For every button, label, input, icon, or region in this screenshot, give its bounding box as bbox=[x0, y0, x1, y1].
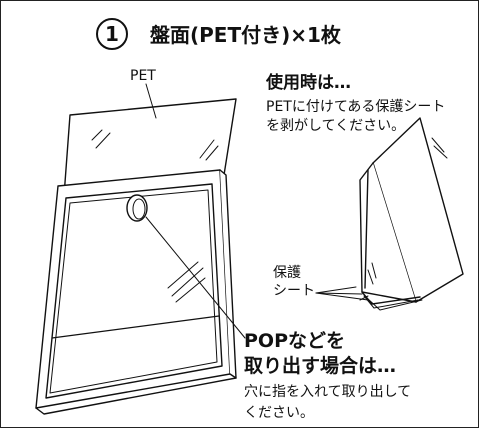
pop-description-line-2: ください。 bbox=[244, 405, 314, 421]
board-reflections bbox=[167, 261, 206, 303]
pop-heading-line-2: 取り出す場合は… bbox=[244, 355, 397, 377]
finger-hole bbox=[126, 194, 148, 222]
usage-text-line-1: PETに付けてある保護シート bbox=[266, 99, 446, 115]
part-title: 盤面(PET付き)×1枚 bbox=[150, 23, 341, 47]
pet-label: PET bbox=[130, 68, 156, 84]
sheet-leader-lines bbox=[315, 286, 369, 301]
protective-sheet-drawing bbox=[359, 117, 464, 311]
board-frame bbox=[35, 169, 237, 415]
pet-leader-line bbox=[145, 83, 157, 119]
pop-description-line-1: 穴に指を入れて取り出して bbox=[244, 384, 412, 400]
protective-sheet-label-line-2: シート bbox=[273, 283, 315, 299]
usage-heading: 使用時は… bbox=[266, 73, 351, 93]
step-number-badge: 1 bbox=[96, 18, 128, 50]
pop-heading-line-1: POPなどを bbox=[244, 330, 346, 352]
protective-sheet-label-line-1: 保護 bbox=[273, 265, 301, 281]
pop-leader-line bbox=[145, 216, 246, 339]
usage-text-line-2: を剥がしてください。 bbox=[266, 118, 406, 134]
